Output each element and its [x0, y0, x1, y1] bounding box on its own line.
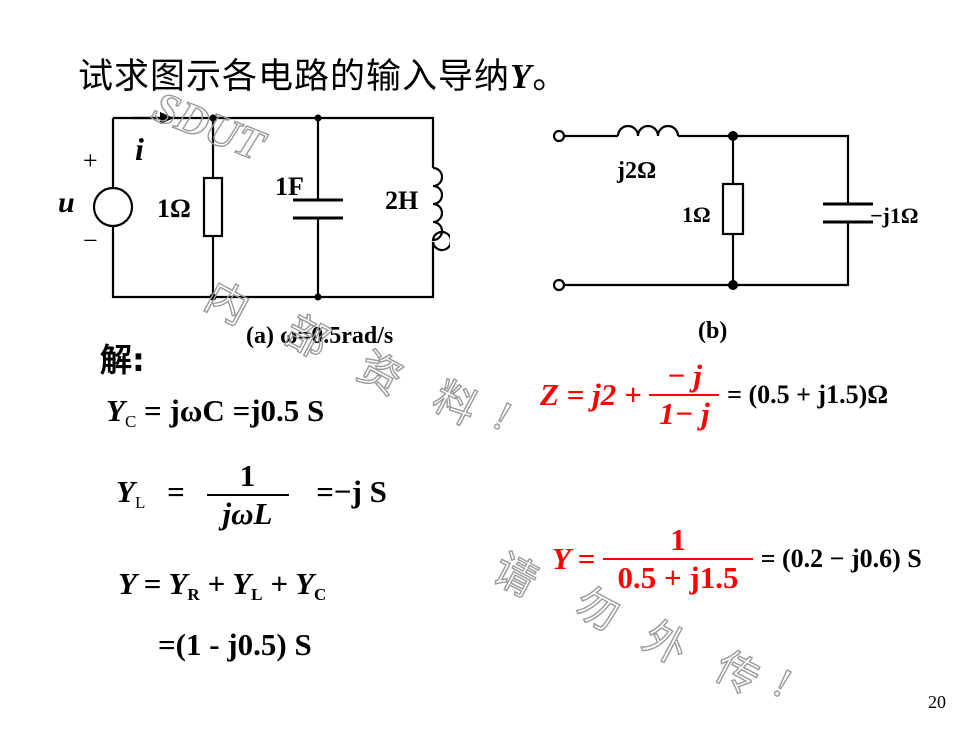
inductor-b-label: j2Ω — [617, 158, 657, 184]
node-dot — [209, 293, 217, 301]
resistor-b-label: 1Ω — [682, 202, 711, 227]
source-minus: − — [83, 226, 98, 255]
watermark-char: 外 — [635, 614, 694, 674]
current-label: i — [135, 131, 144, 167]
circuit-b-diagram — [552, 124, 873, 292]
yl-equation: YL = 1 jωL =−j S — [116, 458, 387, 531]
source-plus: + — [83, 146, 98, 175]
circuit-b-caption: (b) — [698, 318, 728, 344]
node-dot — [314, 293, 322, 301]
watermark-char: 传 — [707, 644, 766, 704]
z-equation: Z = j2 + − j 1− j = (0.5 + j1.5)Ω — [540, 358, 889, 431]
y-b-equation: Y = 1 0.5 + j1.5 = (0.2 − j0.6) S — [552, 522, 922, 595]
watermark-char: 料 — [425, 374, 484, 434]
inductor-a-label: 2H — [385, 186, 419, 215]
node-dot — [314, 114, 322, 122]
yc-equation: YC = jωC =j0.5 S — [106, 393, 325, 431]
y-result: =(1 - j0.5) S — [158, 627, 312, 662]
source-label: u — [58, 186, 75, 219]
node-dot — [728, 280, 738, 290]
solution-heading: 解: — [100, 341, 145, 379]
capacitor-a-label: 1F — [275, 172, 304, 201]
watermark-char: ! — [485, 393, 519, 440]
title-end: 。 — [532, 57, 569, 97]
watermark-char: 请 — [485, 546, 544, 606]
circuit-a-diagram — [92, 112, 450, 301]
title-variable: Y — [510, 57, 533, 96]
watermark-char: 资 — [350, 344, 409, 404]
node-dot — [209, 114, 217, 122]
resistor-a-label: 1Ω — [157, 194, 191, 223]
title-text: 试求图示各电路的输入导纳 — [78, 57, 511, 97]
node-dot — [728, 131, 738, 141]
page-number: 20 — [928, 692, 946, 712]
current-arrow-icon — [160, 112, 174, 124]
watermark-char: ! — [765, 660, 799, 707]
capacitor-b-label: −j1Ω — [870, 203, 919, 228]
page-title: 试求图示各电路的输入导纳Y。 — [78, 48, 568, 99]
y-sum-equation: Y = YR + YL + YC — [118, 566, 327, 604]
circuit-a-caption: (a) ω=0.5rad/s — [246, 323, 394, 349]
